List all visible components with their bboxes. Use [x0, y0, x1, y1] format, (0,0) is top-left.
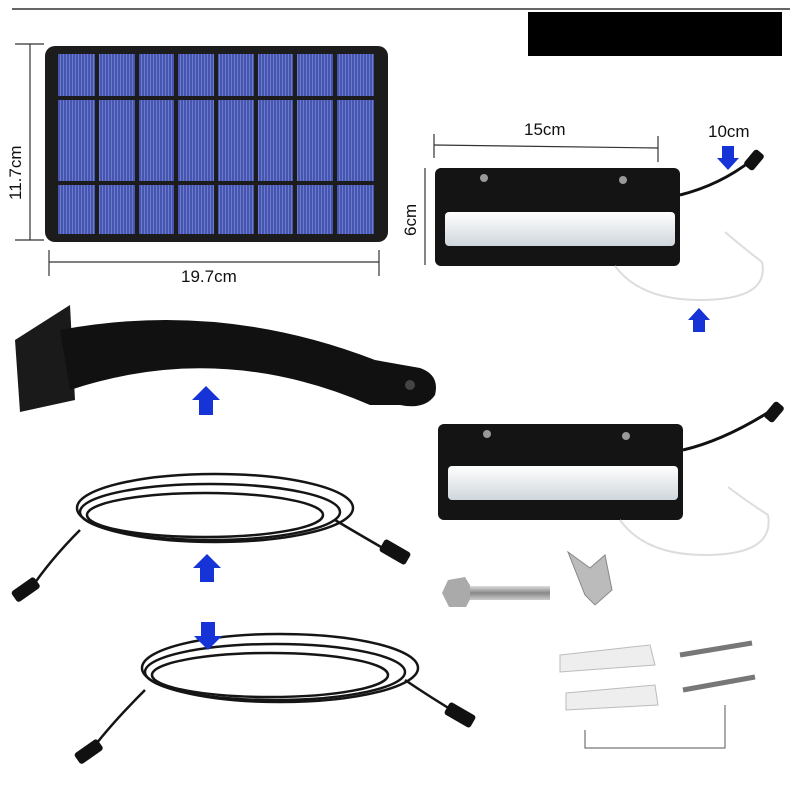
- connector: [74, 739, 103, 764]
- bracket-line: [584, 705, 726, 749]
- led-lamp: [435, 149, 764, 302]
- bolt: [442, 577, 550, 607]
- lamp-height-label: 6cm: [401, 203, 420, 236]
- screws: [679, 640, 756, 693]
- lamp-length-label: 15cm: [524, 120, 566, 139]
- connector: [379, 539, 411, 565]
- arrow-icons: [192, 146, 739, 650]
- extension-cable: [28, 472, 396, 591]
- cable-length-label: 10cm: [708, 122, 750, 141]
- panel-height-label: 11.7cm: [6, 145, 25, 201]
- led-lamp: [438, 401, 784, 557]
- connector: [444, 702, 476, 728]
- wing-nut: [566, 550, 613, 606]
- wall-bracket: [15, 305, 436, 412]
- panel-width-label: 19.7cm: [181, 267, 237, 286]
- solar-panel: [45, 46, 388, 242]
- extension-cable: [88, 632, 461, 753]
- redaction-bar: [528, 12, 782, 56]
- wall-anchors: [559, 644, 659, 711]
- dimension-lines: [15, 43, 659, 276]
- connector: [11, 577, 40, 602]
